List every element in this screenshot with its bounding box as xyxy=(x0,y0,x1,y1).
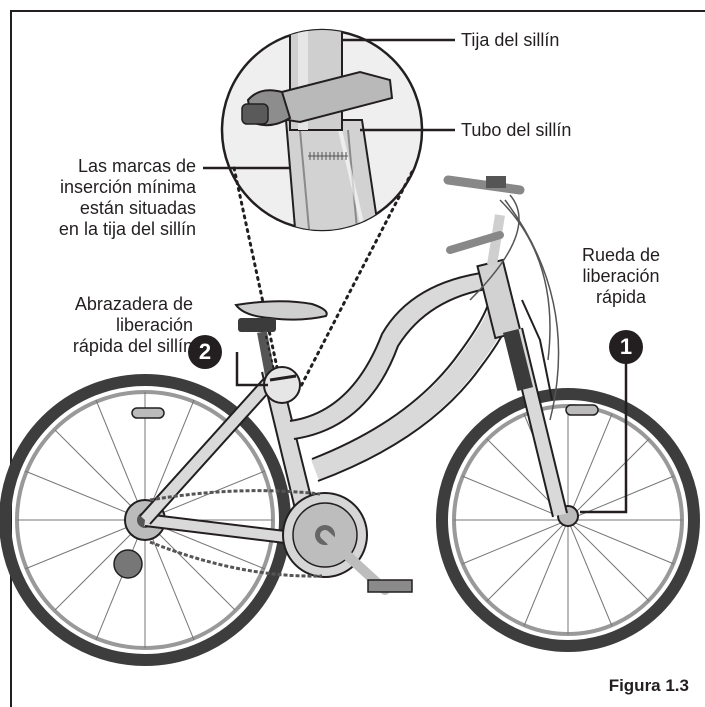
handlebar xyxy=(443,175,560,421)
quick-release-wheel-line-1: Rueda de xyxy=(581,245,661,265)
seat-tube-label: Tubo del sillín xyxy=(461,120,572,140)
insertion-marks-line-2: inserción mínima xyxy=(59,177,196,197)
callout-badge-2: 2 xyxy=(188,335,222,369)
callout-badge-1: 1 xyxy=(609,330,643,364)
quick-release-wheel-line-3: rápida xyxy=(595,287,647,307)
quick-release-wheel-label: Rueda de liberación rápida xyxy=(568,245,674,308)
seat-clamp-line-1: Abrazadera de xyxy=(74,294,193,314)
seat-clamp-line-2: liberación xyxy=(115,315,193,335)
seat-post-label: Tija del sillín xyxy=(461,30,560,50)
insertion-marks-line-3: están situadas xyxy=(79,198,196,218)
insertion-marks-line-4: en la tija del sillín xyxy=(58,219,196,239)
front-fork xyxy=(502,299,568,518)
front-wheel xyxy=(436,388,700,652)
zoom-detail xyxy=(220,28,424,232)
saddle xyxy=(234,300,328,376)
seat-clamp-label: Abrazadera de liberación rápida del sill… xyxy=(73,294,193,357)
insertion-marks-label: Las marcas de inserción mínima están sit… xyxy=(59,156,196,240)
seat-clamp-line-3: rápida del sillín xyxy=(72,336,193,356)
insertion-marks-line-1: Las marcas de xyxy=(77,156,196,176)
figure-caption: Figura 1.3 xyxy=(608,676,689,695)
quick-release-wheel-line-2: liberación xyxy=(582,266,660,286)
drivetrain xyxy=(113,489,413,595)
frame-border xyxy=(10,10,705,707)
